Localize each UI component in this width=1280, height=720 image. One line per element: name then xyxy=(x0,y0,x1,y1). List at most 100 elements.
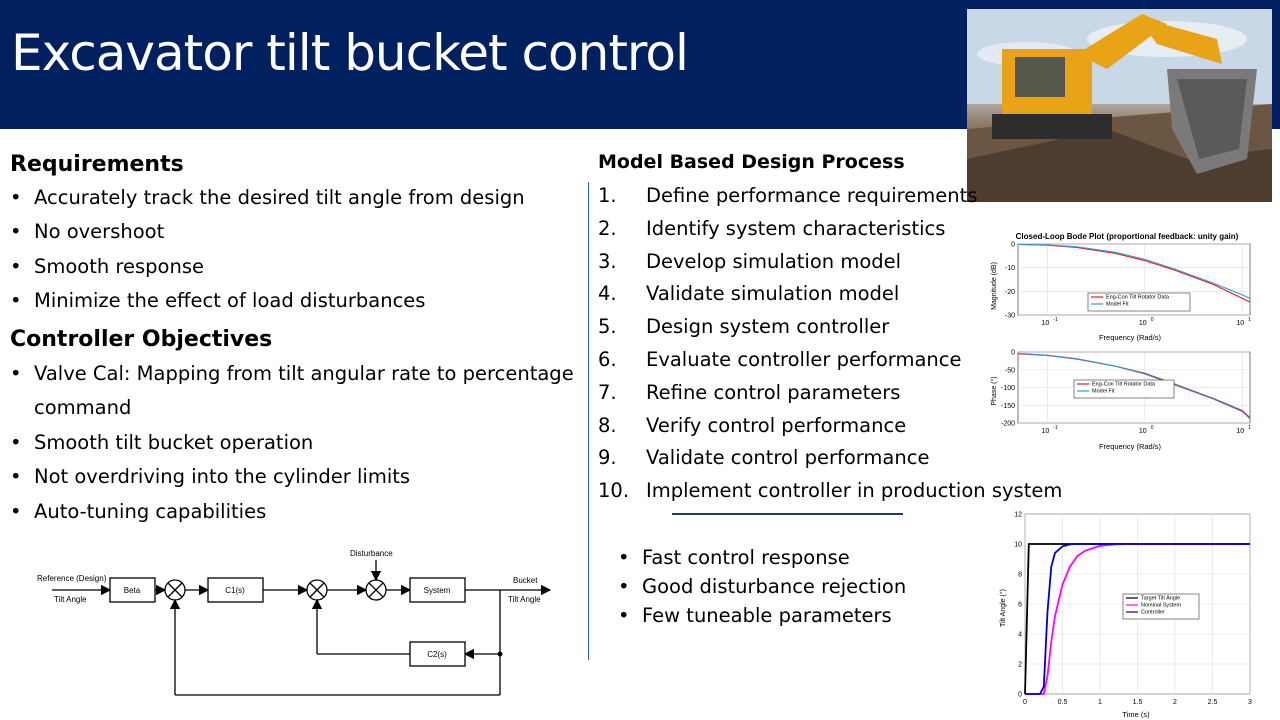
step-text: Evaluate controller performance xyxy=(646,347,962,371)
x-axis-label: Time (s) xyxy=(1122,710,1150,719)
x-tick-label: 2.5 xyxy=(1208,699,1218,706)
y-tick-label: 8 xyxy=(1018,572,1022,579)
list-item: 8. Verify control performance xyxy=(598,410,1062,443)
list-item: Minimize the effect of load disturbances xyxy=(10,284,580,319)
y-tick-label: 4 xyxy=(1018,632,1022,639)
list-item: Valve Cal: Mapping from tilt angular rat… xyxy=(10,357,575,426)
step-number: 5. xyxy=(598,315,617,339)
x-tick-label: 10 xyxy=(1041,428,1049,435)
step-number: 3. xyxy=(598,249,617,273)
x-tick-label: 1.5 xyxy=(1133,699,1143,706)
step-text: Identify system characteristics xyxy=(646,216,946,240)
x-tick-label: 3 xyxy=(1248,699,1252,706)
objectives-list: Valve Cal: Mapping from tilt angular rat… xyxy=(10,357,575,529)
step-number: 8. xyxy=(598,413,617,437)
excavator-photo xyxy=(967,9,1272,202)
y-tick-label: -200 xyxy=(1001,421,1015,428)
series-line xyxy=(1017,243,1251,299)
list-item: Accurately track the desired tilt angle … xyxy=(10,181,580,216)
y-tick-label: -30 xyxy=(1005,313,1015,320)
list-item: 2.Identify system characteristics xyxy=(598,213,1062,246)
out-label-2: Tilt Angle xyxy=(508,595,541,604)
y-tick-label: 0 xyxy=(1011,350,1015,357)
series-line xyxy=(1025,543,1250,695)
list-item: Few tuneable parameters xyxy=(618,601,958,630)
c2-block: C2(s) xyxy=(427,650,447,659)
benefits-list: Fast control response Good disturbance r… xyxy=(618,543,958,630)
step-text: Define performance requirements xyxy=(646,184,978,207)
y-tick-label: 12 xyxy=(1014,512,1022,519)
column-divider xyxy=(588,182,589,660)
step-number: 9. xyxy=(598,446,617,470)
list-item: Fast control response xyxy=(618,543,958,572)
step-text: Verify control performance xyxy=(646,413,907,437)
y-tick-label: 6 xyxy=(1018,602,1022,609)
step-text: Validate control performance xyxy=(646,446,930,470)
y-tick-label: 0 xyxy=(1011,242,1015,249)
step-number: 7. xyxy=(598,380,617,404)
list-item: 5.Design system controller xyxy=(598,311,1062,344)
beta-block: Beta xyxy=(124,586,141,595)
step-text: Refine control parameters xyxy=(646,380,901,404)
separator-line xyxy=(672,513,903,515)
list-item: Smooth response xyxy=(10,250,580,285)
x-tick-label: 1 xyxy=(1098,699,1102,706)
y-tick-label: 10 xyxy=(1014,542,1022,549)
x-tick-exponent: 0 xyxy=(1151,425,1154,431)
series-line xyxy=(1017,352,1251,420)
legend-box xyxy=(1073,379,1175,399)
legend-box xyxy=(1087,292,1191,312)
x-tick-exponent: 0 xyxy=(1151,317,1154,323)
list-item: Auto-tuning capabilities xyxy=(10,495,575,530)
bode-magnitude-chart: Closed-Loop Bode Plot (proportional feed… xyxy=(991,232,1251,342)
legend-entry: Eng-Con Tilt Rotator Data xyxy=(1106,295,1170,301)
y-tick-label: -20 xyxy=(1005,289,1015,296)
y-tick-label: 0 xyxy=(1018,692,1022,699)
legend-entry: Model Fit xyxy=(1092,389,1115,395)
list-item: No overshoot xyxy=(10,215,580,250)
step-text: Validate simulation model xyxy=(646,282,900,306)
step-number: 1. xyxy=(598,184,617,207)
list-item: 4. Validate simulation model xyxy=(598,278,1062,311)
x-tick-label: 0 xyxy=(1023,699,1027,706)
process-steps: 1. Define performance requirements 2.Iden… xyxy=(598,180,1062,508)
disturbance-label: Disturbance xyxy=(350,549,393,558)
list-item: 7. Refine control parameters xyxy=(598,377,1062,410)
step-text: Develop simulation model xyxy=(646,249,902,273)
x-tick-label: 2 xyxy=(1173,699,1177,706)
step-number: 10. xyxy=(598,479,630,503)
x-tick-label: 10 xyxy=(1236,428,1244,435)
list-item: Smooth tilt bucket operation xyxy=(10,426,575,461)
chart-title: Closed-Loop Bode Plot (proportional feed… xyxy=(1016,232,1239,241)
x-tick-label: 10 xyxy=(1041,320,1049,327)
system-block: System xyxy=(424,586,451,595)
list-item: 3. Develop simulation model xyxy=(598,246,1062,279)
ref-label-1: Reference (Design) xyxy=(37,574,107,583)
y-tick-label: -100 xyxy=(1001,385,1015,392)
objectives-heading: Controller Objectives xyxy=(10,327,273,352)
legend-entry: Controller xyxy=(1141,610,1165,616)
y-tick-label: -10 xyxy=(1005,265,1015,272)
list-item: 9. Validate control performance xyxy=(598,442,1062,475)
step-text: Implement controller in production syste… xyxy=(646,479,1063,503)
list-item: 1. Define performance requirements xyxy=(598,180,1062,213)
x-tick-label: 10 xyxy=(1139,428,1147,435)
x-tick-exponent: 1 xyxy=(1248,317,1251,323)
control-block-diagram: Reference (Design) Tilt Angle Beta C1(s)… xyxy=(37,549,552,696)
c1-block: C1(s) xyxy=(225,586,245,595)
x-tick-exponent: -1 xyxy=(1053,317,1058,323)
legend-entry: Target Tilt Angle xyxy=(1141,596,1180,602)
x-axis-label: Frequency (Rad/s) xyxy=(1099,442,1162,451)
x-axis-label: Frequency (Rad/s) xyxy=(1099,333,1162,342)
y-axis-label: Magnitude (dB) xyxy=(991,262,998,310)
step-number: 4. xyxy=(598,282,617,306)
x-tick-label: 10 xyxy=(1236,320,1244,327)
process-heading: Model Based Design Process xyxy=(598,151,905,173)
y-axis-label: Phase (°) xyxy=(990,376,998,405)
x-tick-label: 10 xyxy=(1139,320,1147,327)
legend-entry: Nominal System xyxy=(1141,603,1181,609)
x-tick-exponent: -1 xyxy=(1053,425,1058,431)
y-tick-label: 2 xyxy=(1018,662,1022,669)
